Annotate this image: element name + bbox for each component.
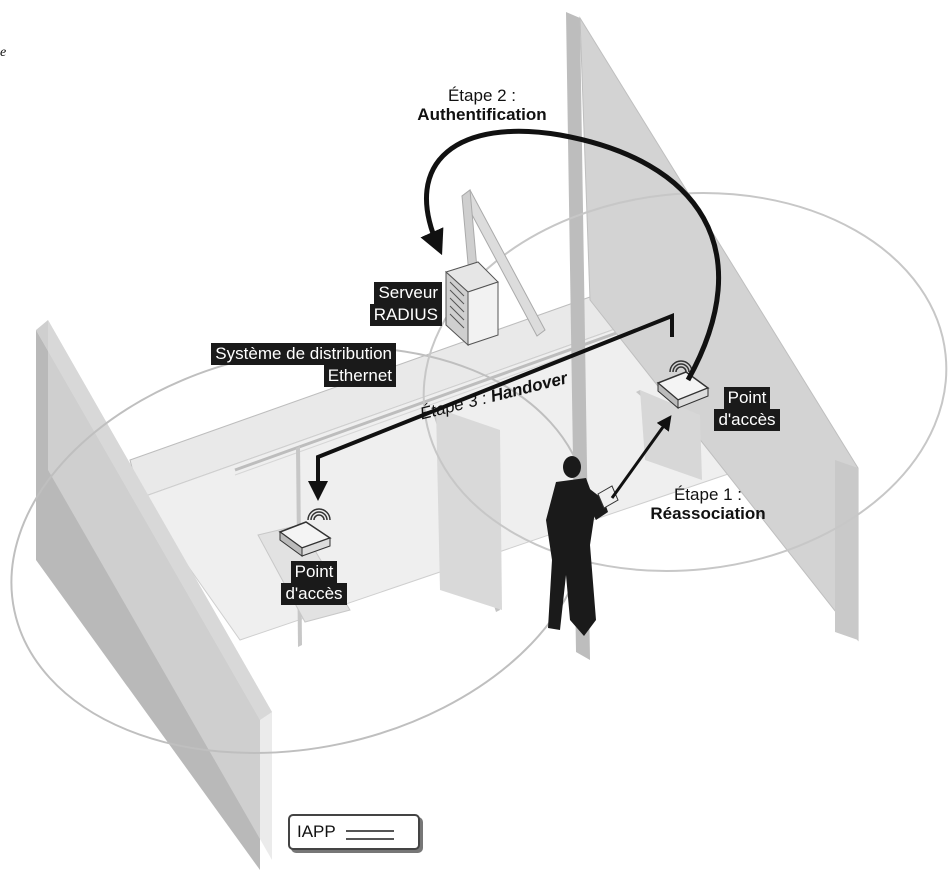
access-point-right-label: Point d'accès [702,387,792,431]
step2-name: Authentification [417,105,547,124]
distribution-system-line [308,313,674,501]
server-label-line2: RADIUS [369,304,442,326]
server-label-line1: Serveur [374,282,442,304]
server-label: Serveur RADIUS [350,282,442,326]
step2-label: Étape 2 : Authentification [392,86,572,124]
access-point-left-label: Point d'accès [262,561,366,605]
iapp-legend: IAPP [288,814,420,850]
person-with-device [546,456,619,636]
reassociation-arrow [610,415,672,499]
distribution-system-label: Système de distribution Ethernet [160,343,396,387]
left-tall-wall [36,320,272,870]
access-point-right-line1: Point [723,387,771,409]
authentication-arrow [420,128,722,382]
step2-prefix: Étape 2 : [447,86,517,105]
iapp-legend-label: IAPP [297,822,336,841]
distribution-system-line2: Ethernet [323,365,396,387]
corner-mark: e [0,45,7,60]
step1-label: Étape 1 : Réassociation [626,485,790,523]
step1-prefix: Étape 1 : [673,485,743,504]
coverage-area-right [422,192,948,572]
step1-name: Réassociation [650,504,766,523]
access-point-right-line2: d'accès [714,409,780,431]
access-point-left-line2: d'accès [281,583,347,605]
iapp-line-symbol-icon [346,830,394,840]
access-point-left-line1: Point [290,561,338,583]
radius-server-icon [445,261,499,347]
distribution-system-line1: Système de distribution [211,343,396,365]
server-arm [461,189,546,337]
access-point-right-icon [656,360,710,410]
access-point-left-icon [278,508,332,557]
